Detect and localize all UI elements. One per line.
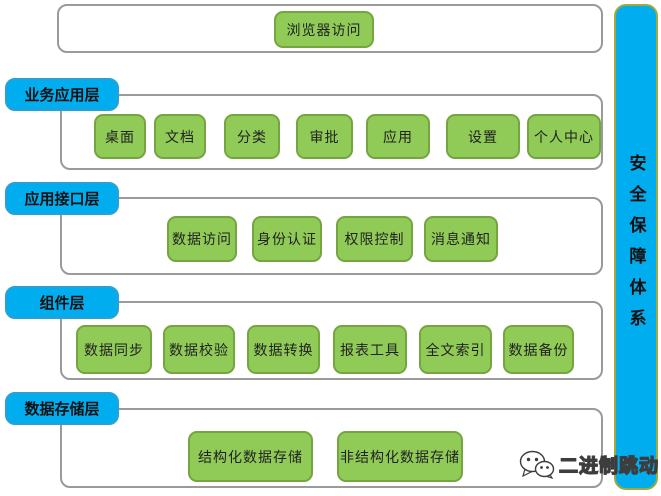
- node-approval: 审批: [296, 114, 353, 159]
- node-structured-storage: 结构化数据存储: [188, 431, 313, 482]
- app-interface-layer-container: [60, 197, 603, 275]
- business-app-layer-container: [60, 94, 603, 170]
- wechat-icon: [519, 450, 555, 479]
- node-fulltext-index: 全文索引: [419, 325, 492, 374]
- node-data-backup: 数据备份: [503, 325, 574, 374]
- watermark-text: 二进制跳动: [558, 455, 660, 477]
- node-category: 分类: [224, 114, 280, 159]
- node-settings: 设置: [446, 114, 520, 159]
- node-browser-access: 浏览器访问: [274, 11, 374, 48]
- node-data-validate: 数据校验: [163, 325, 235, 374]
- node-unstructured-storage: 非结构化数据存储: [337, 431, 463, 482]
- node-report-tool: 报表工具: [333, 325, 407, 374]
- node-document: 文档: [154, 114, 206, 159]
- security-assurance-label: 安全保障体系: [626, 154, 646, 340]
- node-identity-auth: 身份认证: [252, 216, 322, 262]
- node-desktop: 桌面: [94, 114, 146, 159]
- layer-label-data-storage: 数据存储层: [5, 392, 119, 425]
- security-assurance-bar: 安全保障体系: [614, 4, 658, 490]
- node-message-notify: 消息通知: [424, 216, 498, 262]
- layer-label-app-interface: 应用接口层: [5, 182, 119, 215]
- node-personal-center: 个人中心: [527, 114, 601, 159]
- node-data-sync: 数据同步: [76, 325, 152, 374]
- node-permission-control: 权限控制: [336, 216, 413, 262]
- watermark: 二进制跳动: [519, 449, 659, 479]
- layer-label-component: 组件层: [5, 286, 119, 319]
- browser-access-container: [57, 4, 603, 53]
- node-application: 应用: [366, 114, 430, 159]
- component-layer-container: [60, 301, 603, 380]
- layer-label-business-app: 业务应用层: [5, 78, 119, 111]
- data-storage-layer-container: [60, 408, 603, 488]
- node-data-access: 数据访问: [167, 216, 237, 262]
- node-data-convert: 数据转换: [247, 325, 320, 374]
